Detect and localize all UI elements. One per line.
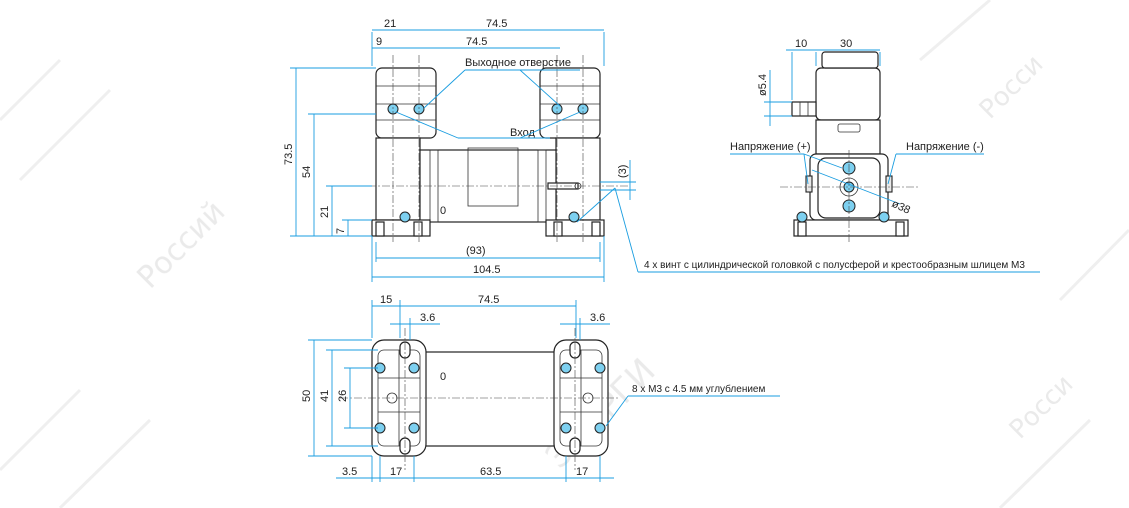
label-voltage-plus: Напряжение (+) [730,141,811,153]
dim-bottom-50: 50 [301,390,313,402]
dim-side-d38: ø38 [890,198,912,217]
dim-bottom-36-right: 3.6 [590,312,605,324]
dim-bottom-17-right: 17 [576,466,588,478]
bottom-motor [423,351,557,447]
dim-bottom-15: 15 [380,294,392,306]
dim-left-735: 73.5 [283,144,295,165]
side-base [793,219,909,237]
side-head [815,67,881,121]
right-pump-head [539,67,601,139]
left-pump-head [375,67,437,139]
dim-bottom-26: 26 [337,390,349,402]
label-voltage-minus: Напряжение (-) [906,141,984,153]
dim-top-21: 21 [384,18,396,30]
bottom-view: 0 15 74.5 [301,294,780,482]
svg-text:0: 0 [440,371,446,383]
dim-top-745: 74.5 [486,18,507,30]
motor-label [467,147,519,207]
dim-bottom-35: 3.5 [342,466,357,478]
dim-left-21: 21 [319,206,331,218]
dim-bottom-41: 41 [319,390,331,402]
label-inlet: Вход [510,127,535,139]
dim-right-3: (3) [617,165,629,178]
dim-side-10: 10 [795,38,807,50]
dim-left-7: 7 [335,228,347,234]
svg-text:Россий: Россий [131,194,232,295]
dim-top2-9: 9 [376,36,382,48]
front-view: 0 21 74.5 9 74.5 Выходное отверстие [283,18,1040,282]
hole-note: 8 х М3 с 4.5 мм углублением [632,383,765,395]
side-port [791,101,817,117]
dim-bottom-745: 74.5 [478,294,499,306]
dim-bottom-36-left: 3.6 [420,312,435,324]
dim-top2-745: 74.5 [466,36,487,48]
dim-bottom-93: (93) [466,245,486,257]
label-outlet: Выходное отверстие [465,57,571,69]
side-view: 10 30 ø5.4 Напряжение (+) Напряжение (-)… [730,38,984,244]
mount-screw-left [399,211,411,223]
screw-note: 4 х винт с цилиндрической головкой с пол… [644,259,1025,271]
dim-side-30: 30 [840,38,852,50]
dim-bottom-17-left: 17 [390,466,402,478]
left-housing [375,137,421,221]
dim-side-d54: ø5.4 [757,74,769,96]
dim-left-54: 54 [301,166,313,178]
dim-bottom-635: 63.5 [480,466,501,478]
svg-text:Росси: Росси [1004,369,1080,445]
mount-screw-right [568,211,580,223]
dim-bottom-1045: 104.5 [473,264,501,276]
svg-text:Росси: Росси [974,49,1050,125]
svg-text:0: 0 [440,205,446,217]
